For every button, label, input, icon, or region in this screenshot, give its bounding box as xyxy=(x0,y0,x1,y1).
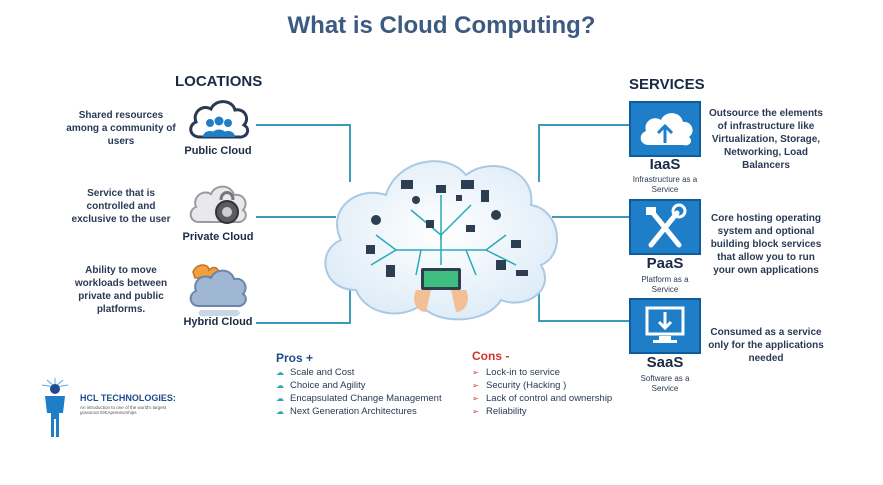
public-cloud-label: Public Cloud xyxy=(184,145,252,157)
people-cloud-icon xyxy=(189,100,250,139)
network-lines xyxy=(370,195,517,276)
paas-name: PaaS xyxy=(646,255,684,272)
list-item: ➢Reliability xyxy=(472,406,527,417)
page-title: What is Cloud Computing? xyxy=(287,12,596,39)
saas-tile xyxy=(629,298,701,354)
device-icons xyxy=(366,180,528,277)
iaas-tile xyxy=(629,101,701,157)
pros-list: ☁Scale and Cost ☁Choice and Agility ☁Enc… xyxy=(276,366,442,418)
monitor-download-icon xyxy=(645,306,685,343)
arrow-bullet-icon: ➢ xyxy=(472,394,479,403)
paas-subtitle: Platform as a Service xyxy=(641,275,689,294)
hcl-logo-tagline: An introduction to one of the world's la… xyxy=(80,405,167,415)
cons-list: ➢Lock-in to service ➢Security (Hacking )… xyxy=(472,366,612,418)
cloud-bullet-icon: ☁ xyxy=(276,394,284,403)
connector-line xyxy=(256,216,336,218)
iaas-subtitle: Infrastructure as a Service xyxy=(632,175,698,194)
pros-title: Pros + xyxy=(276,351,314,365)
saas-name: SaaS xyxy=(646,354,684,371)
cons-title: Cons - xyxy=(472,349,510,363)
iaas-description: Outsource the elements of infrastructure… xyxy=(709,108,823,171)
connector-line xyxy=(552,216,630,218)
connector-line xyxy=(349,290,351,324)
tools-icon xyxy=(646,203,687,248)
connector-line xyxy=(538,320,630,322)
list-item: ☁Next Generation Architectures xyxy=(276,406,417,417)
saas-subtitle: Software as a Service xyxy=(640,374,690,393)
private-cloud-description: Service that is controlled and exclusive… xyxy=(71,188,171,225)
iaas-name: IaaS xyxy=(649,156,681,173)
paas-tile xyxy=(629,199,701,255)
arrow-bullet-icon: ➢ xyxy=(472,368,479,377)
hybrid-cloud-icon xyxy=(189,264,247,317)
list-item: ☁Choice and Agility xyxy=(276,380,366,391)
cloud-bullet-icon: ☁ xyxy=(276,368,284,377)
locations-heading: LOCATIONS xyxy=(175,73,263,90)
hybrid-cloud-description: Ability to move workloads between privat… xyxy=(74,265,168,315)
public-cloud-description: Shared resources among a community of us… xyxy=(66,110,176,147)
services-heading: SERVICES xyxy=(629,76,705,93)
central-cloud-illustration xyxy=(324,160,558,321)
list-item: ➢Security (Hacking ) xyxy=(472,380,567,391)
connector-line xyxy=(349,124,351,182)
connector-line xyxy=(538,124,540,182)
locked-cloud-icon xyxy=(189,185,247,224)
hcl-person-logo-icon xyxy=(41,378,69,437)
list-item: ➢Lock-in to service xyxy=(472,367,560,378)
cloud-upload-icon xyxy=(640,113,693,146)
hcl-logo-name: HCL TECHNOLOGIES: xyxy=(80,393,176,403)
list-item: ☁Encapsulated Change Management xyxy=(276,393,442,404)
saas-description: Consumed as a service only for the appli… xyxy=(708,327,824,364)
connector-line xyxy=(256,124,351,126)
list-item: ☁Scale and Cost xyxy=(276,367,355,378)
arrow-bullet-icon: ➢ xyxy=(472,407,479,416)
private-cloud-label: Private Cloud xyxy=(182,231,254,243)
cloud-bullet-icon: ☁ xyxy=(276,381,284,390)
arrow-bullet-icon: ➢ xyxy=(472,381,479,390)
paas-description: Core hosting operating system and option… xyxy=(710,213,822,276)
hybrid-cloud-label: Hybrid Cloud xyxy=(183,316,253,328)
connector-line xyxy=(538,124,630,126)
list-item: ➢Lack of control and ownership xyxy=(472,393,613,404)
connector-line xyxy=(538,290,540,322)
connector-line xyxy=(256,322,351,324)
tablet-hands-icon xyxy=(414,268,468,312)
cloud-bullet-icon: ☁ xyxy=(276,407,284,416)
